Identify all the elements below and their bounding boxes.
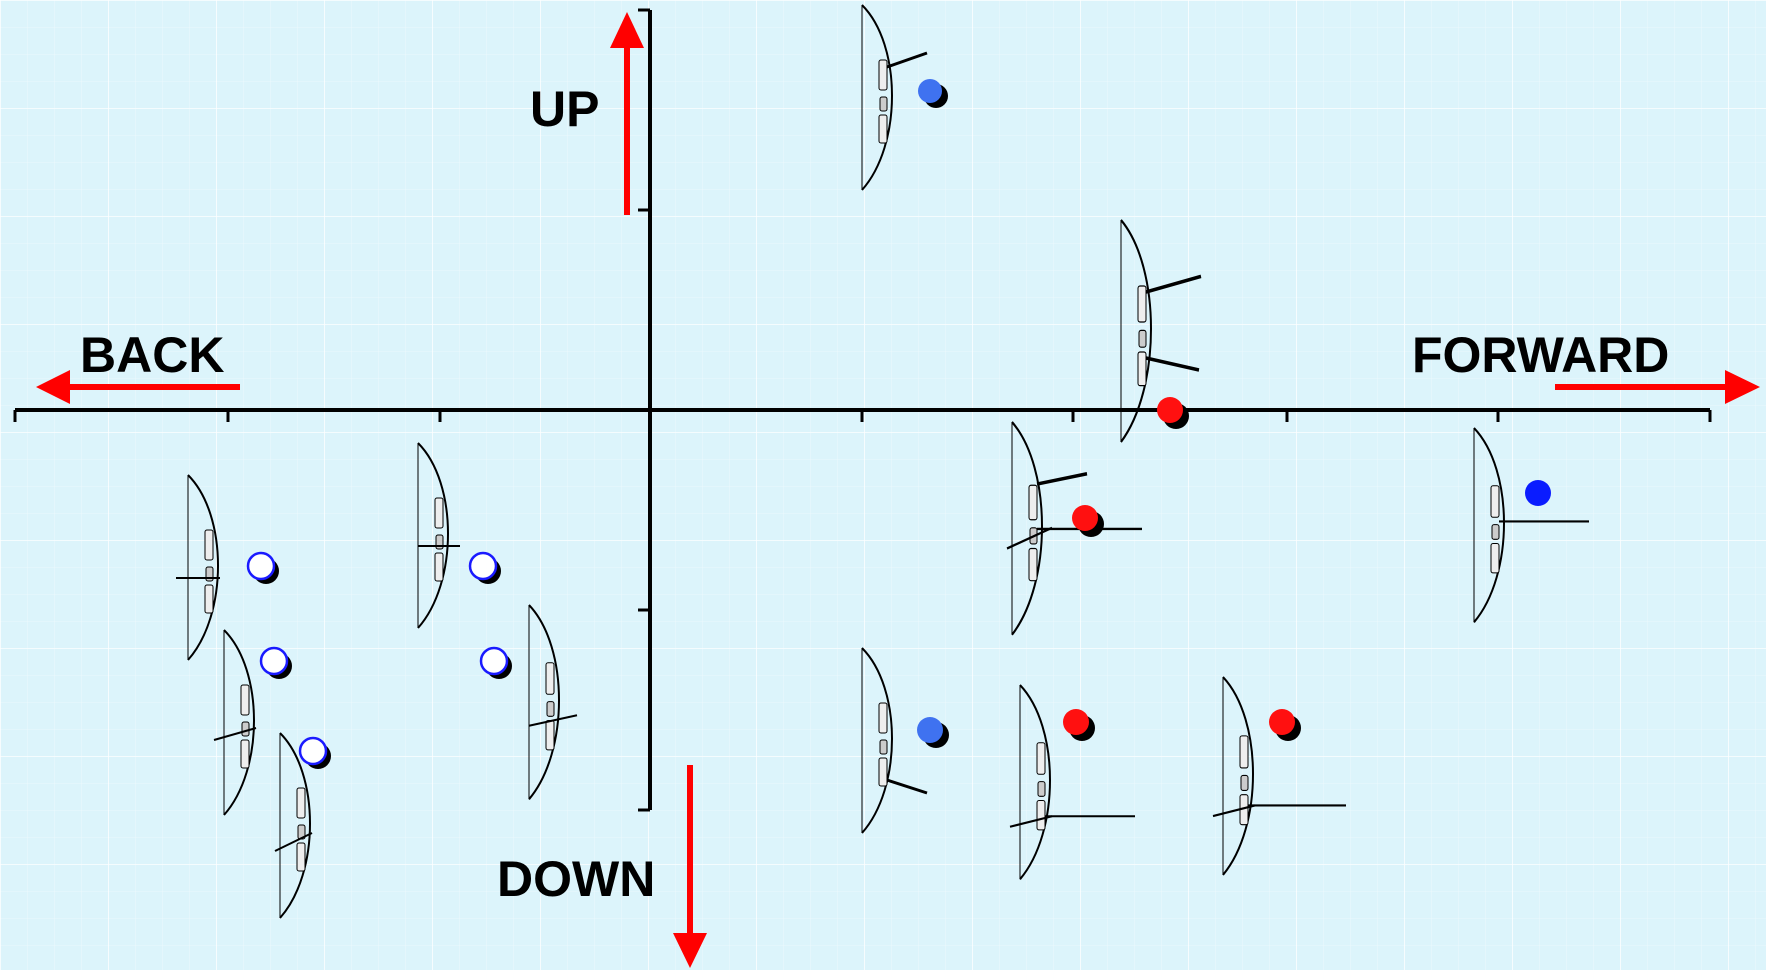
dot-back-left-bottom-open: [298, 736, 331, 769]
forward-arrow: [1555, 370, 1760, 404]
bow-far-forward: [1472, 426, 1589, 624]
bow-back-left-top: [176, 474, 220, 661]
dot-lower-right-1-red: [1063, 709, 1095, 741]
down-label: DOWN: [497, 851, 655, 907]
bow-upper-center: [861, 4, 928, 191]
bow-back-left-bottom: [274, 732, 313, 919]
dot-upper-center-blue: [918, 79, 948, 108]
dot-lower-right-2-red: [1269, 709, 1301, 741]
back-arrow: [36, 370, 240, 404]
bow-back-inner-bottom: [527, 603, 578, 801]
down-arrow: [673, 765, 707, 968]
dot-back-inner-top-open: [468, 551, 501, 584]
bow-back-left-middle: [213, 629, 257, 816]
up-arrow: [610, 12, 644, 215]
dot-back-left-middle-open: [259, 646, 292, 679]
bow-lower-right-1: [1009, 683, 1135, 881]
dot-right-center-red: [1072, 505, 1104, 537]
dot-lower-center-blue: [917, 717, 949, 748]
dot-far-forward-blue: [1525, 480, 1551, 506]
dot-back-inner-bottom-open: [479, 646, 512, 679]
bow-lower-right-2: [1212, 675, 1346, 877]
up-label: UP: [530, 81, 599, 137]
bow-back-inner-top: [417, 442, 460, 629]
vertical-axis: [638, 8, 652, 812]
dot-back-left-top-open: [246, 551, 279, 584]
forward-label: FORWARD: [1412, 327, 1669, 383]
bow-on-axis: [1119, 218, 1202, 444]
bow-lower-center: [861, 647, 928, 834]
back-label: BACK: [80, 327, 224, 383]
dot-on-axis-red: [1157, 397, 1189, 429]
